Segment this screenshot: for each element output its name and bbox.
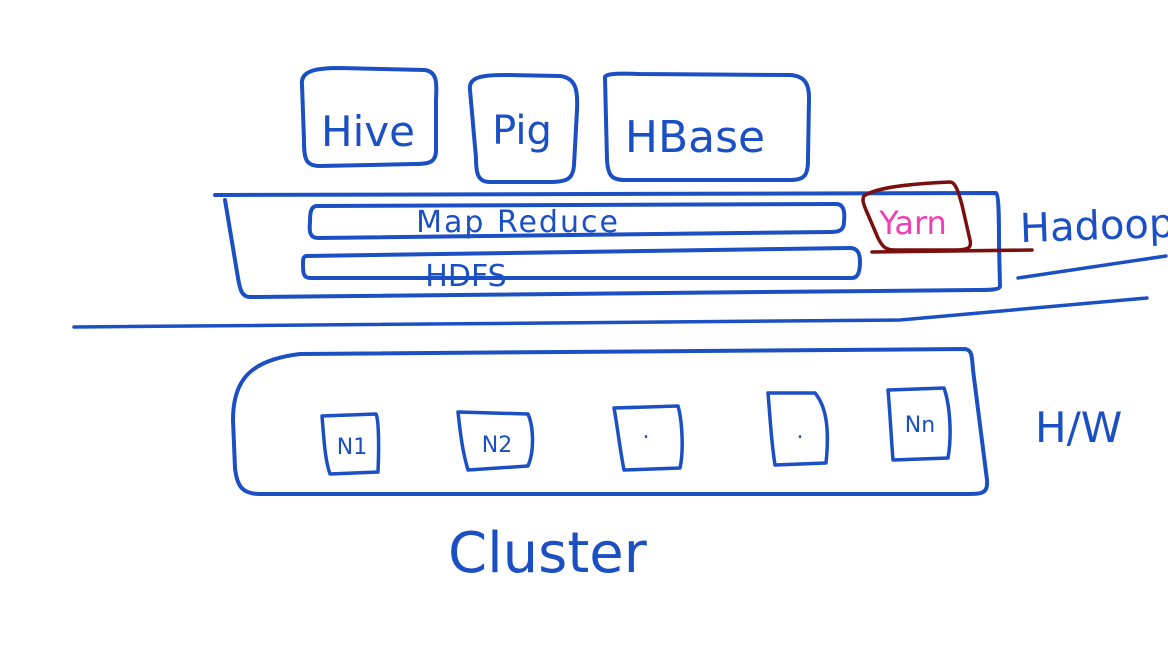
node-nn: Nn (886, 386, 952, 462)
hadoop-label: Hadoop (1019, 201, 1168, 252)
hive-box: Hive (299, 66, 439, 168)
node-n2-label: N2 (482, 433, 512, 458)
hadoop-layer: Map Reduce HDFS Yarn Hadoop (213, 180, 1168, 299)
node-n1: N1 (320, 412, 381, 476)
node-dot-2-label: . (797, 419, 804, 444)
cluster-label: Cluster (448, 521, 648, 586)
node-n2: N2 (456, 410, 535, 472)
hw-label: H/W (1035, 403, 1122, 452)
node-dot-2: . (766, 391, 830, 467)
node-dot-1-label: . (643, 419, 650, 444)
mapreduce-label: Map Reduce (416, 205, 620, 240)
yarn-box: Yarn (861, 180, 1034, 254)
hdfs-label: HDFS (425, 259, 506, 294)
hive-label: Hive (321, 107, 415, 156)
pig-box: Pig (467, 73, 580, 184)
node-nn-label: Nn (905, 413, 935, 438)
node-dot-1: . (612, 404, 684, 472)
node-n1-label: N1 (337, 435, 367, 460)
mapreduce-bar: Map Reduce (307, 202, 847, 240)
cluster-box (231, 347, 990, 496)
hbase-label: HBase (625, 112, 765, 163)
hdfs-bar: HDFS (301, 246, 862, 294)
yarn-label: Yarn (878, 204, 947, 242)
hbase-box: HBase (603, 71, 811, 182)
pig-label: Pig (492, 108, 552, 154)
layer-separator (72, 296, 1149, 329)
